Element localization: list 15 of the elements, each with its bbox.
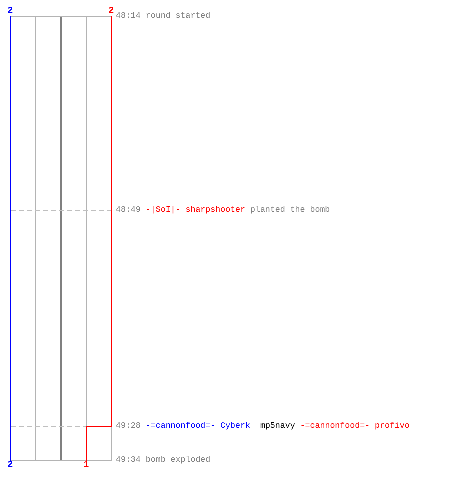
player-count: 1 — [84, 461, 90, 470]
timestamp: 48:14 — [116, 12, 141, 21]
timestamp: 48:49 — [116, 206, 141, 215]
event-text: round started — [146, 12, 211, 21]
weapon-name: mp5navy — [260, 422, 296, 431]
player-name: -|SoI|- sharpshooter — [146, 206, 246, 215]
player-name: -=cannonfood=- Cyberk — [146, 422, 250, 431]
timestamp: 49:28 — [116, 422, 141, 431]
event-text: planted the bomb — [250, 206, 330, 215]
player-count: 2 — [8, 461, 14, 470]
player-count: 2 — [8, 7, 14, 16]
player-count: 2 — [108, 7, 114, 16]
player-name: -=cannonfood=- profivo — [300, 422, 410, 431]
event-text: bomb exploded — [146, 456, 211, 465]
timestamp: 49:34 — [116, 456, 141, 465]
